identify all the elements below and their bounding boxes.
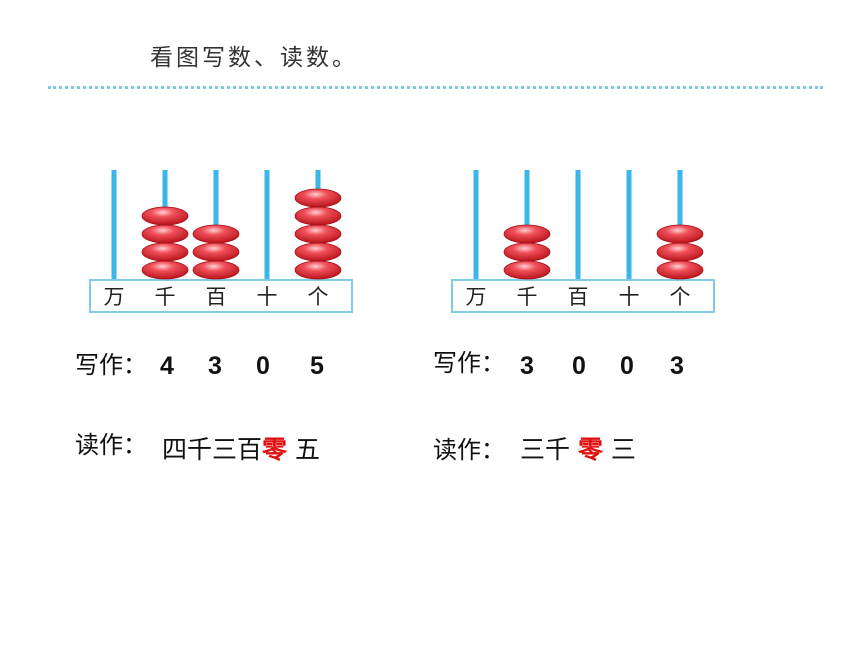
bead — [141, 242, 189, 262]
place-label: 个 — [670, 285, 691, 309]
abacus-left-svg: 万千百十个 — [89, 170, 353, 313]
abacus-left: 万千百十个 — [88, 165, 358, 315]
bead — [294, 260, 342, 280]
reading-left: 四千三百零 五 — [162, 430, 320, 466]
bead — [656, 224, 704, 244]
reading-part: 五 — [287, 435, 320, 464]
digit: 5 — [310, 352, 324, 380]
bead — [294, 242, 342, 262]
read-label-right: 读作： — [433, 436, 505, 464]
bead — [294, 206, 342, 226]
place-label: 千 — [155, 285, 176, 309]
reading-zero: 零 — [262, 435, 288, 464]
reading-part: 三 — [602, 435, 636, 464]
bead — [656, 242, 704, 262]
abacus-frame — [89, 279, 353, 313]
place-label: 千 — [517, 285, 538, 309]
bead — [294, 224, 342, 244]
bead — [141, 206, 189, 226]
digit: 3 — [208, 352, 222, 380]
place-label: 个 — [308, 285, 329, 309]
bead — [294, 188, 342, 208]
digit: 3 — [520, 352, 534, 380]
instruction-title: 看图写数、读数。 — [150, 45, 358, 71]
digit: 0 — [572, 352, 586, 380]
bead — [192, 260, 240, 280]
place-label: 十 — [257, 285, 278, 309]
digit: 0 — [256, 352, 270, 380]
reading-zero: 零 — [577, 435, 603, 464]
abacus-right-svg: 万千百十个 — [451, 170, 715, 313]
reading-right: 三千 零 三 — [520, 430, 636, 466]
place-label: 万 — [466, 285, 487, 309]
read-label-left: 读作： — [75, 431, 147, 459]
bead — [656, 260, 704, 280]
dotted-divider — [48, 86, 823, 89]
reading-part: 三千 — [520, 435, 578, 464]
abacus-frame — [451, 279, 715, 313]
place-label: 万 — [104, 285, 125, 309]
bead — [192, 242, 240, 262]
bead — [192, 224, 240, 244]
place-label: 百 — [206, 285, 227, 309]
bead — [503, 260, 551, 280]
write-label-left: 写作： — [75, 351, 147, 379]
place-label: 百 — [568, 285, 589, 309]
bead — [503, 242, 551, 262]
digit: 4 — [160, 352, 174, 380]
write-label-right: 写作： — [433, 349, 505, 377]
bead — [141, 260, 189, 280]
place-label: 十 — [619, 285, 640, 309]
digit: 0 — [620, 352, 634, 380]
bead — [141, 224, 189, 244]
abacus-right: 万千百十个 — [450, 165, 720, 315]
bead — [503, 224, 551, 244]
digit: 3 — [670, 352, 684, 380]
reading-part: 四千三百 — [162, 435, 263, 464]
